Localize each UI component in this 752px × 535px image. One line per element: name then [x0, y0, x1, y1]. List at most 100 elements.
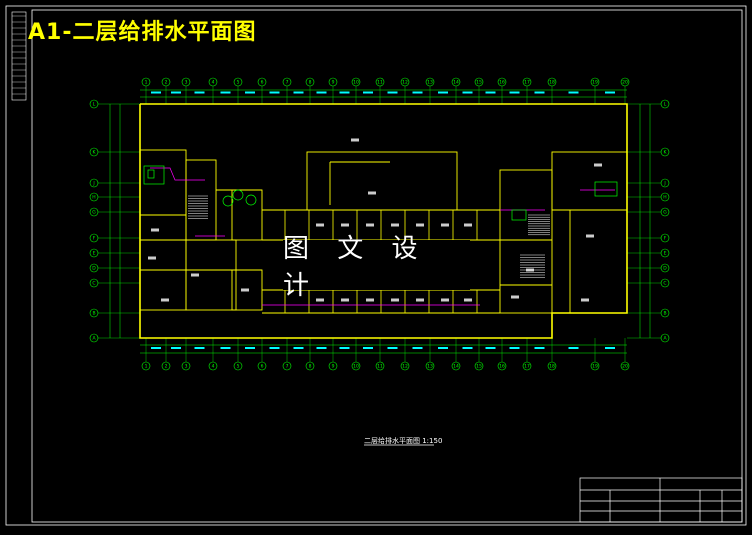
axis-right-B: B — [660, 308, 670, 318]
plumbing-pipes — [150, 167, 615, 306]
axis-left-J: J — [89, 178, 99, 188]
svg-text:3: 3 — [185, 80, 188, 86]
svg-text:8: 8 — [309, 80, 312, 86]
axis-bottom-2: 2 — [161, 361, 171, 371]
axis-bottom-17: 17 — [522, 361, 532, 371]
axis-left-F: F — [89, 233, 99, 243]
svg-text:11: 11 — [377, 364, 383, 370]
axis-bottom-19: 19 — [590, 361, 600, 371]
binding-strip — [11, 11, 27, 101]
svg-text:19: 19 — [592, 80, 598, 86]
svg-text:4: 4 — [212, 80, 215, 86]
axis-bottom-7: 7 — [282, 361, 292, 371]
svg-text:B: B — [663, 311, 666, 317]
axis-bottom-3: 3 — [181, 361, 191, 371]
svg-text:2: 2 — [165, 364, 168, 370]
axis-top-18: 18 — [547, 77, 557, 87]
svg-text:9: 9 — [332, 80, 335, 86]
axis-top-20: 20 — [620, 77, 630, 87]
axis-top-1: 1 — [141, 77, 151, 87]
watermark: 图 文 设 计 — [283, 234, 470, 301]
axis-top-4: 4 — [208, 77, 218, 87]
axis-top-7: 7 — [282, 77, 292, 87]
svg-text:20: 20 — [622, 364, 628, 370]
building-outline — [139, 103, 628, 339]
top-dimension-lines — [140, 86, 627, 104]
svg-text:E: E — [93, 251, 96, 257]
axis-left-G: G — [89, 207, 99, 217]
svg-text:14: 14 — [453, 364, 459, 370]
svg-text:L: L — [664, 102, 667, 108]
axis-bottom-5: 5 — [233, 361, 243, 371]
axis-bottom-20: 20 — [620, 361, 630, 371]
bottom-dimension-lines — [140, 338, 627, 362]
svg-text:19: 19 — [592, 364, 598, 370]
axis-right-E: E — [660, 248, 670, 258]
svg-text:C: C — [663, 281, 666, 287]
svg-text:18: 18 — [549, 80, 555, 86]
axis-left-C: C — [89, 278, 99, 288]
axis-top-13: 13 — [425, 77, 435, 87]
svg-text:6: 6 — [261, 364, 264, 370]
axis-top-5: 5 — [233, 77, 243, 87]
svg-text:18: 18 — [549, 364, 555, 370]
svg-text:16: 16 — [499, 364, 505, 370]
axis-bottom-15: 15 — [474, 361, 484, 371]
svg-text:15: 15 — [476, 364, 482, 370]
svg-text:C: C — [92, 281, 95, 287]
svg-text:17: 17 — [524, 364, 530, 370]
inner-frame — [31, 9, 743, 523]
axis-left-H: H — [89, 192, 99, 202]
svg-text:6: 6 — [261, 80, 264, 86]
svg-text:5: 5 — [237, 80, 240, 86]
plan-title: 二层给排水平面图 1:150 — [364, 437, 443, 445]
svg-text:1: 1 — [145, 80, 148, 86]
axis-bottom-6: 6 — [257, 361, 267, 371]
axis-bottom-10: 10 — [351, 361, 361, 371]
svg-text:F: F — [93, 236, 96, 242]
svg-text:12: 12 — [402, 80, 408, 86]
axis-bottom-4: 4 — [208, 361, 218, 371]
axis-right-L: L — [660, 99, 670, 109]
svg-text:10: 10 — [353, 80, 359, 86]
svg-text:J: J — [92, 181, 94, 187]
corridor-room-partitions — [284, 210, 478, 313]
title-block — [579, 477, 743, 523]
axis-left-D: D — [89, 263, 99, 273]
axis-bottom-9: 9 — [328, 361, 338, 371]
svg-text:8: 8 — [309, 364, 312, 370]
svg-text:9: 9 — [332, 364, 335, 370]
svg-text:H: H — [92, 195, 95, 201]
axis-bottom-8: 8 — [305, 361, 315, 371]
svg-text:J: J — [663, 181, 665, 187]
axis-top-19: 19 — [590, 77, 600, 87]
axis-top-8: 8 — [305, 77, 315, 87]
svg-text:11: 11 — [377, 80, 383, 86]
axis-left-A: A — [89, 333, 99, 343]
svg-text:G: G — [663, 210, 667, 216]
svg-text:K: K — [664, 150, 668, 156]
axis-right-D: D — [660, 263, 670, 273]
svg-text:5: 5 — [237, 364, 240, 370]
room-tags — [148, 138, 602, 302]
axis-top-15: 15 — [474, 77, 484, 87]
svg-text:E: E — [664, 251, 667, 257]
svg-text:16: 16 — [499, 80, 505, 86]
svg-text:3: 3 — [185, 364, 188, 370]
svg-text:A: A — [92, 336, 96, 342]
axis-left-K: K — [89, 147, 99, 157]
axis-bottom-11: 11 — [375, 361, 385, 371]
axis-top-9: 9 — [328, 77, 338, 87]
binding-strip-lines — [12, 15, 26, 95]
axis-top-11: 11 — [375, 77, 385, 87]
svg-text:17: 17 — [524, 80, 530, 86]
axis-bottom-13: 13 — [425, 361, 435, 371]
axis-right-C: C — [660, 278, 670, 288]
interior-walls — [139, 149, 628, 314]
axis-right-A: A — [660, 333, 670, 343]
